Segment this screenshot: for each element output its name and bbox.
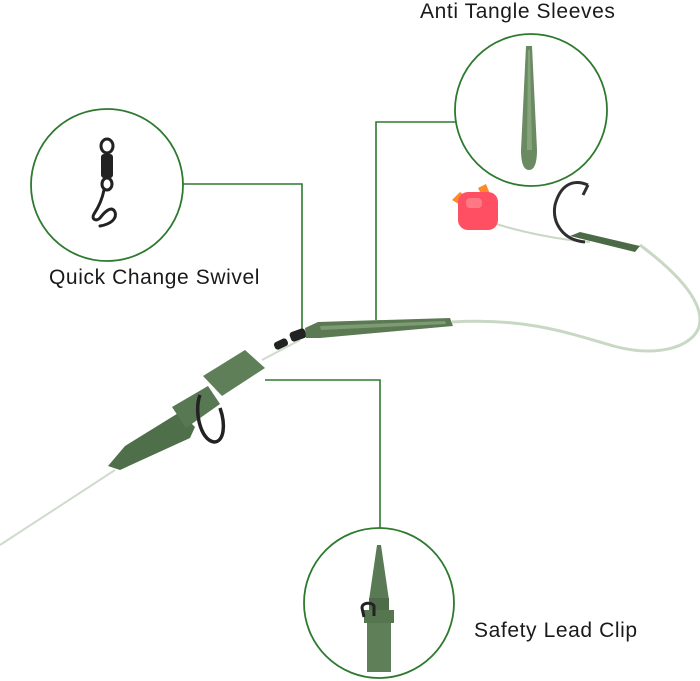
main-line-upper [261,339,301,361]
label-quick-change-swivel: Quick Change Swivel [49,266,260,289]
hook-icon [552,181,640,252]
label-safety-lead-clip: Safety Lead Clip [474,619,638,642]
label-anti-tangle-sleeves: Anti Tangle Sleeves [420,0,616,23]
main-line [0,469,116,546]
lead-clip-icon [360,545,394,672]
bait-icon [452,184,498,230]
sleeve-icon [521,46,537,170]
swivel [273,328,307,350]
sleeve-highlight [320,321,446,330]
callout-line-sleeve [375,121,456,320]
lead-clip [108,350,265,470]
swivel-callout-circle [30,108,184,262]
callout-line-swivel [183,183,303,330]
callout-line-clip [265,379,381,528]
swivel-icon [91,137,117,228]
hooklink-line [451,243,700,353]
